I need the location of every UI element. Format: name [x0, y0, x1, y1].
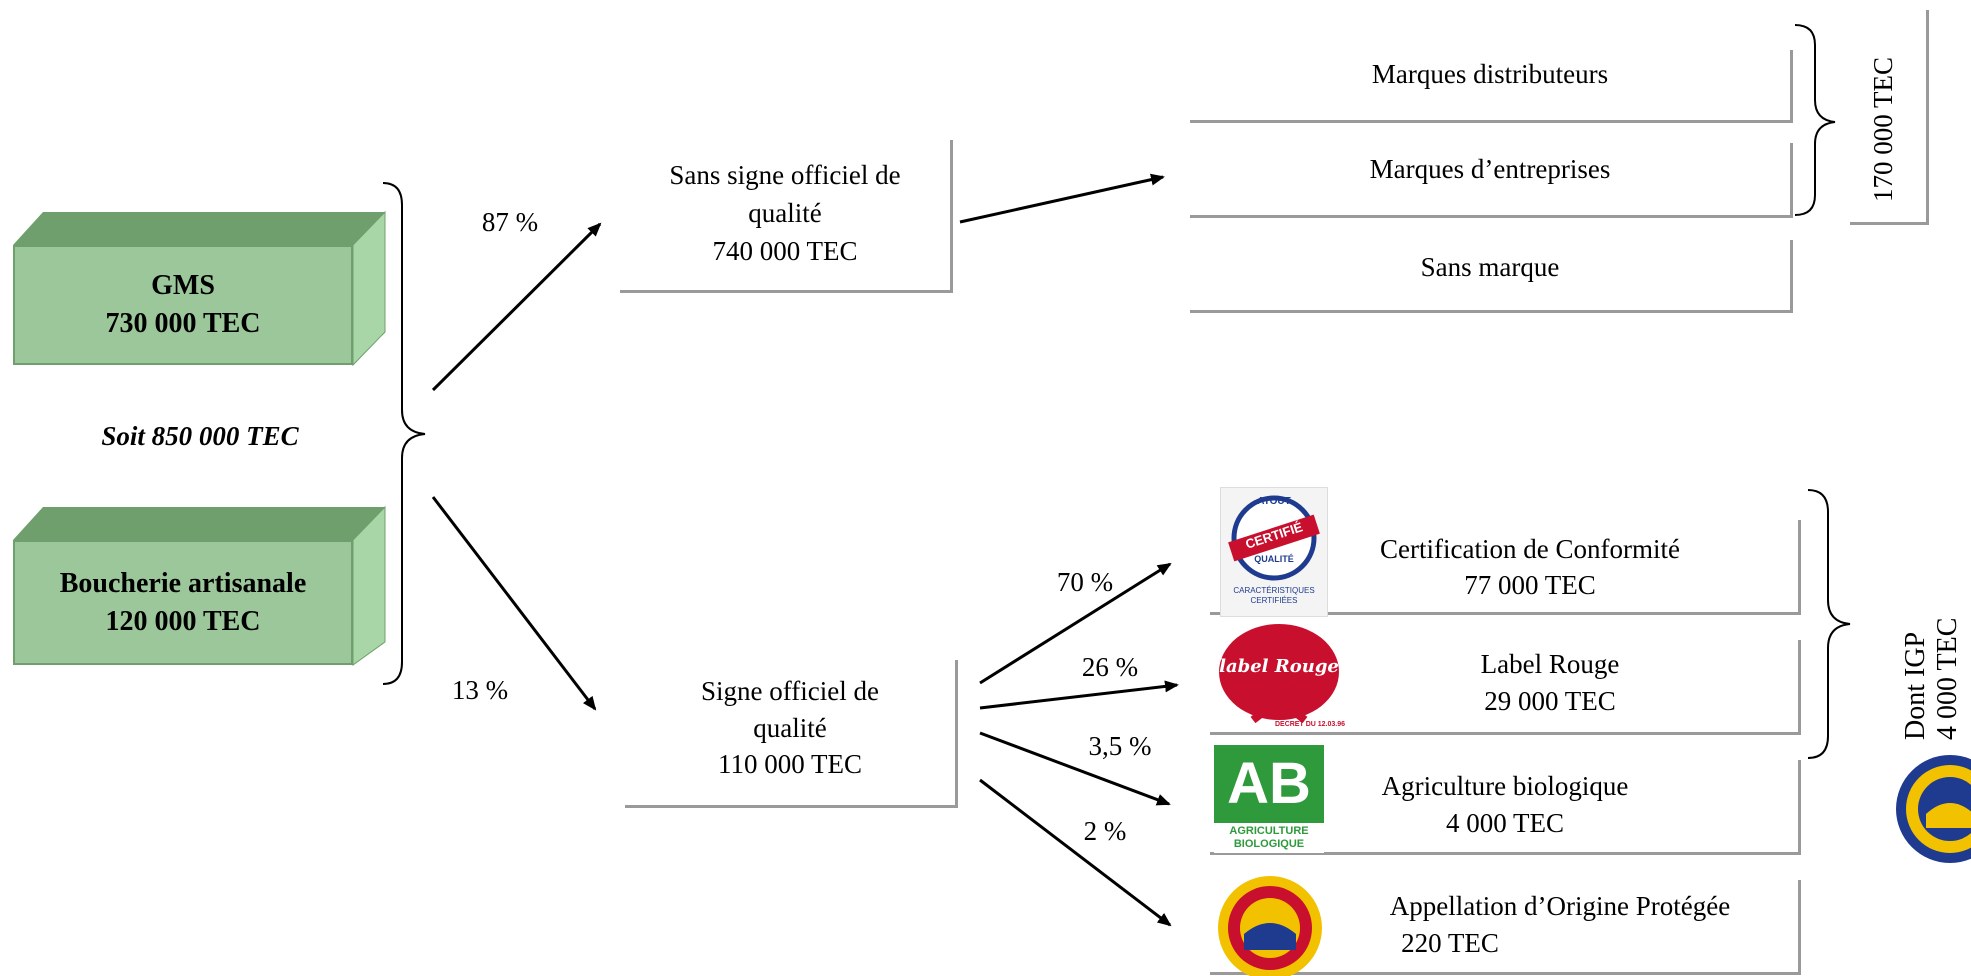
ab-box: [1210, 760, 1801, 855]
certification-name: Certification de Conformité: [1380, 534, 1680, 564]
sans-marque-label: Sans marque: [1420, 252, 1560, 282]
ab-big: AB: [1227, 751, 1311, 816]
boucherie-value: 120 000 TEC: [105, 605, 261, 637]
sans-signe-line1: Sans signe officiel de: [669, 160, 901, 190]
marques-total-box: [1850, 10, 1929, 225]
aop-box: [1210, 880, 1801, 975]
brace-marques: [1794, 24, 1836, 216]
marques-distributeurs-label: Marques distributeurs: [1371, 59, 1609, 89]
pct-2: 2 %: [1083, 816, 1127, 846]
igp-logo-art: [1896, 755, 1971, 863]
label-rouge-text: label Rouge: [1219, 656, 1339, 677]
certification-value: 77 000 TEC: [1464, 570, 1596, 600]
certifie-logo: ATOUT CERTIFIÉ QUALITÉ CARACTÉRISTIQUES …: [1220, 487, 1328, 617]
arrow-marques: [959, 173, 1165, 224]
sans-marque-box: [1190, 240, 1793, 313]
certifie-q: QUALITÉ: [1254, 554, 1294, 564]
arrow-2: [979, 778, 1172, 927]
aop-name: Appellation d’Origine Protégée: [1389, 891, 1731, 921]
marques-entreprises-label: Marques d’entreprises: [1369, 154, 1611, 184]
gms-front: GMS 730 000 TEC: [13, 245, 353, 365]
ab-name: Agriculture biologique: [1381, 771, 1629, 801]
arrow-87: [431, 222, 602, 392]
boucherie-label: Boucherie artisanale: [59, 567, 307, 599]
sans-signe-line2: qualité: [748, 198, 822, 228]
gms-label: GMS: [151, 270, 215, 301]
arrow-3-5: [979, 731, 1171, 806]
signe-line3: 110 000 TEC: [717, 749, 862, 779]
label-rouge-decree: DECRET DU 12.03.96: [1274, 721, 1345, 728]
boucherie-box-3d: [13, 505, 386, 666]
igp-line1: Dont IGP: [1900, 631, 1931, 740]
certifie-top: ATOUT: [1257, 496, 1291, 507]
boucherie-front: Boucherie artisanale 120 000 TEC: [13, 540, 353, 665]
signe-box: [625, 660, 958, 808]
marques-distributeurs-box: [1190, 50, 1793, 123]
pct-70: 70 %: [1056, 567, 1114, 597]
label-rouge-logo-art: [1219, 624, 1339, 724]
arrow-70: [979, 562, 1172, 685]
brace-igp: [1807, 489, 1851, 759]
marques-entreprises-box: [1190, 143, 1793, 218]
gms-value: 730 000 TEC: [105, 308, 261, 339]
aop-logo-art: [1218, 876, 1322, 976]
label-rouge-name: Label Rouge: [1480, 649, 1620, 679]
total-label: Soit 850 000 TEC: [101, 421, 299, 451]
sans-signe-box: [620, 140, 953, 293]
label-rouge-logo: label Rouge DECRET DU 12.03.96: [1213, 620, 1345, 736]
certifie-logo-art: [1228, 495, 1320, 581]
marques-total: 170 000 TEC: [1868, 56, 1898, 202]
certification-box: [1210, 520, 1801, 615]
label-rouge-box: [1210, 640, 1801, 735]
arrow-26: [979, 680, 1179, 710]
pct-26: 26 %: [1081, 652, 1139, 682]
aop-value: 220 TEC: [1401, 928, 1499, 958]
signe-line2: qualité: [753, 713, 827, 743]
ab-value: 4 000 TEC: [1445, 808, 1564, 838]
sans-signe-line3: 740 000 TEC: [712, 236, 858, 266]
label-rouge-value: 29 000 TEC: [1484, 686, 1616, 716]
arrow-13: [431, 496, 597, 711]
igp-line2: 4 000 TEC: [1932, 617, 1963, 740]
ab-logo: AB AGRICULTURE BIOLOGIQUE: [1214, 745, 1324, 853]
aop-logo: [1214, 872, 1326, 976]
pct-3-5: 3,5 %: [1088, 731, 1152, 761]
ab-line2: BIOLOGIQUE: [1233, 838, 1305, 850]
igp-logo: [1892, 752, 1971, 866]
certifie-bottom1: CARACTÉRISTIQUES: [1233, 586, 1315, 595]
certifie-bottom2: CERTIFIÉES: [1250, 596, 1298, 605]
pct-13: 13 %: [451, 675, 509, 705]
gms-box-3d: [13, 210, 386, 367]
brace-sources: [382, 182, 426, 685]
ab-band: [1214, 823, 1324, 853]
signe-line1: Signe officiel de: [701, 676, 879, 706]
pct-87: 87 %: [481, 207, 539, 237]
ab-line1: AGRICULTURE: [1229, 825, 1309, 837]
